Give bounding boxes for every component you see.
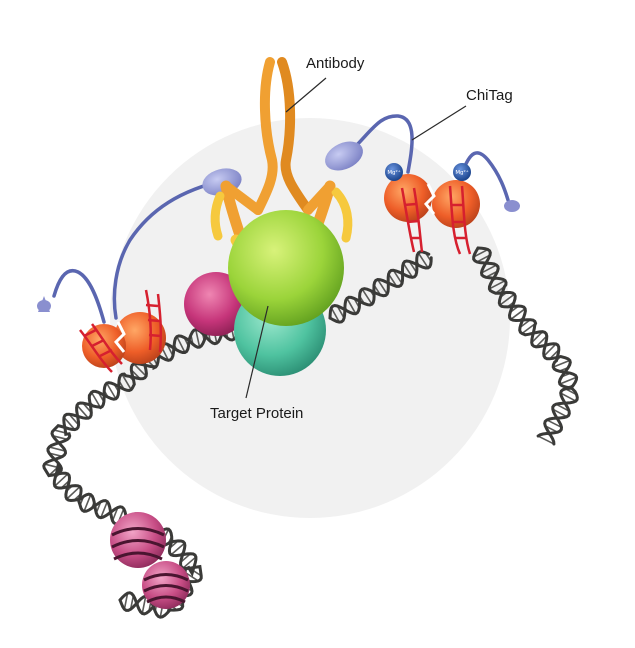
chitag-label: ChiTag [466, 87, 513, 104]
svg-text:Mg²⁺: Mg²⁺ [387, 169, 400, 176]
dna-base-pair [560, 392, 577, 402]
dna-base-pair [48, 446, 66, 452]
dna-strand [328, 256, 433, 324]
chitag-unit-left [79, 289, 166, 373]
dna-base-pair [531, 331, 544, 344]
dna-base-pair [559, 376, 577, 385]
dna-base-pair [552, 359, 571, 368]
dna-base-pair [499, 293, 515, 306]
dna-base-pair [537, 435, 555, 445]
dna-strand [476, 246, 579, 438]
dna-base-pair [170, 542, 186, 556]
dna-strand [42, 321, 237, 616]
adapter-tip-far-right [504, 200, 520, 212]
dna-base-pair [133, 363, 147, 377]
dna-base-pair [543, 343, 557, 357]
dna-base-pair [182, 556, 197, 569]
chitag-leader-line [411, 105, 467, 141]
dna-base-pair [100, 501, 109, 518]
dna-base-pair [521, 322, 537, 335]
nucleosome-lower [142, 561, 190, 609]
antibody-label: Antibody [306, 55, 365, 72]
dna-base-pair [476, 254, 491, 263]
svg-text:Mg²⁺: Mg²⁺ [455, 169, 468, 176]
dna-base-pair [552, 408, 568, 418]
dna-base-pair [63, 416, 76, 431]
dna-base-pair [417, 252, 429, 269]
nucleosome-upper [110, 512, 166, 568]
mg-ion-right: Mg²⁺ [453, 163, 471, 181]
dna-base-pair [194, 329, 201, 348]
dna-base-pair [377, 279, 388, 295]
adapter-tip-far-left [37, 296, 51, 312]
dna-base-pair [546, 419, 562, 429]
antibody-leader-line [285, 77, 327, 113]
mg-ion-left: Mg²⁺ [385, 163, 403, 181]
dna-base-pair [535, 335, 548, 348]
dna-base-pair [83, 494, 92, 512]
dna-base-pair [68, 413, 80, 426]
dna-base-pair [489, 279, 506, 290]
dna-base-pair [330, 307, 341, 323]
dna-base-pair [52, 435, 68, 441]
dna-base-pair [54, 473, 69, 487]
dna-base-pair [76, 404, 89, 419]
dna-base-pair [361, 288, 373, 305]
target-protein-leader-line [245, 305, 269, 399]
dna-base-pair [346, 297, 357, 315]
chitag-linkers [52, 114, 510, 324]
adapter-protein-right [325, 141, 363, 171]
dna-strand [328, 250, 431, 320]
dna-base-pair [106, 382, 117, 400]
dna-base-pair [184, 571, 199, 582]
dna-base-pair [121, 373, 132, 391]
dna-base-pair [387, 273, 398, 287]
dna-base-pair [402, 262, 414, 278]
target-protein-label: Target Protein [210, 405, 303, 422]
dna-base-pair [510, 308, 526, 320]
chitag-unit-right [384, 174, 480, 255]
dna-base-pair [473, 248, 489, 258]
dna-base-pair [392, 269, 403, 284]
dna-base-pair [481, 264, 497, 274]
dna-base-pair [176, 336, 186, 353]
dna-strand [472, 246, 579, 446]
dna-base-pair [141, 595, 147, 614]
dna-base-pair [555, 403, 570, 412]
dna-base-pair [90, 391, 102, 409]
dna-base-pair [123, 593, 129, 610]
dna-base-pair [66, 486, 81, 500]
